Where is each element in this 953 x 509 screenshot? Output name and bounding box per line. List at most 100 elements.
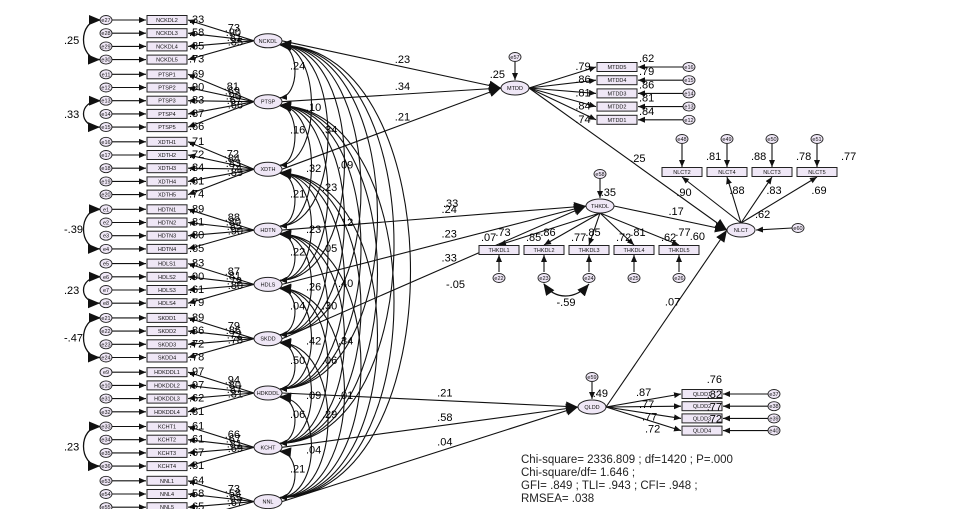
- loading-hdls1: .87: [225, 266, 240, 278]
- factor-correlation-21: .09: [306, 390, 321, 402]
- loading-arrow: [187, 283, 255, 293]
- indicator-xdth2: [146, 150, 188, 160]
- error-covariance-arc: [82, 421, 101, 472]
- error-label-e37: e37: [769, 392, 778, 398]
- r-squared-mtdd2: .81: [639, 93, 654, 105]
- error-label-e22: e22: [494, 276, 503, 282]
- error-label-e53: e53: [101, 479, 110, 485]
- error-label-e10: e10: [101, 383, 110, 389]
- loading-kcht3: .81: [227, 438, 242, 450]
- error-term-e39: [767, 413, 781, 424]
- error-covariance-arc: [82, 312, 101, 363]
- factor-correlation-5: .32: [306, 163, 321, 175]
- r-squared-nckdl3: .58: [189, 27, 204, 39]
- error-label-e23: e23: [101, 342, 110, 348]
- error-label-e13: e13: [101, 99, 110, 105]
- error-label-e6: e6: [103, 275, 109, 281]
- r-squared-qldd4: .72: [707, 414, 722, 426]
- indicator-kcht2: [146, 434, 188, 445]
- error-term-e55: [99, 502, 113, 509]
- error-term-e13: [682, 101, 696, 112]
- r-squared-skdd1: .89: [189, 312, 204, 324]
- disturbance-label-e57: e57: [510, 55, 519, 61]
- indicator-label-nckdl3: NCKDL3: [156, 31, 178, 37]
- indicator-mtdd1: [596, 114, 638, 125]
- indicator-skdd4: [146, 352, 188, 363]
- indicator-label-hdls3: HDLS3: [158, 288, 176, 294]
- error-term-e31: [99, 393, 113, 404]
- error-label-e55: e55: [101, 505, 110, 509]
- structural-path-xdth-mtdd: [281, 87, 502, 170]
- r-squared-skdd3: .72: [189, 338, 204, 350]
- error-label-e15: e15: [101, 125, 110, 131]
- indicator-xdth4: [146, 176, 188, 187]
- structural-path-thkdl-nlct: [613, 205, 728, 233]
- loading-ptsp4: .67: [227, 95, 242, 107]
- loading-mtdd5: .79: [575, 61, 590, 73]
- latent-nckdl: [253, 33, 283, 49]
- loading-xdth4: .74: [227, 162, 242, 174]
- error-term-e36: [99, 461, 113, 472]
- error-label-e34: e34: [101, 438, 110, 444]
- error-label-e25: e25: [629, 276, 638, 282]
- factor-correlation-arc: [279, 447, 296, 500]
- error-label-e26: e26: [674, 276, 683, 282]
- loading-nckdl5: .85: [228, 36, 243, 48]
- r-squared-nlct: .62: [755, 209, 770, 221]
- factor-correlation-20: .50: [290, 355, 305, 367]
- indicator-thkdl5: [658, 245, 700, 255]
- loading-xdth3: .83: [226, 158, 241, 170]
- indicator-thkdl3: [568, 245, 610, 255]
- error-term-e24: [582, 273, 596, 283]
- error-term-e4: [99, 243, 113, 254]
- factor-correlation-4: .16: [290, 124, 305, 136]
- loading-arrow: [187, 283, 255, 305]
- loading-arrow: [498, 212, 601, 246]
- loading-nckdl2: .73: [225, 23, 240, 35]
- error-term-e7: [99, 285, 113, 295]
- loading-arrow: [605, 403, 682, 410]
- loading-hdkddl2: .80: [226, 379, 241, 391]
- error-term-e28: [99, 28, 113, 39]
- indicator-hdtn1: [146, 204, 188, 215]
- error-term-e29: [99, 41, 113, 52]
- loading-arrow: [599, 212, 680, 246]
- path-lines: [82, 15, 820, 509]
- r-squared-nnl1: .64: [189, 475, 204, 487]
- loading-hdtn4: .90: [228, 226, 243, 238]
- error-label-e40: e40: [769, 429, 778, 435]
- error-label-e50: e50: [767, 137, 776, 143]
- factor-correlation-19: .01: [338, 390, 353, 402]
- error-label-e27: e27: [101, 18, 110, 24]
- factor-correlation-arc: [279, 39, 378, 392]
- factor-correlation-arc: [279, 392, 313, 501]
- loading-arrow: [187, 480, 255, 503]
- error-label-e32: e32: [101, 410, 110, 416]
- r-squared-mtdd3: .86: [639, 79, 654, 91]
- loading-xdth5: .89: [228, 167, 243, 179]
- indicator-label-mtdd5: MTDD5: [608, 65, 627, 71]
- indicator-label-kcht1: KCHT1: [158, 425, 176, 431]
- indicator-xdth5: [146, 189, 188, 200]
- error-term-e15: [682, 75, 696, 86]
- loading-nlct5: .69: [811, 185, 826, 197]
- indicator-label-nckdl4: NCKDL4: [156, 44, 178, 50]
- loading-arrow: [187, 446, 255, 468]
- extra-coef-1: -.05: [446, 279, 465, 291]
- loading-kcht2: .67: [226, 434, 241, 446]
- error-label-e54: e54: [101, 492, 110, 498]
- error-term-e33: [99, 421, 113, 432]
- factor-correlation-15: .34: [338, 336, 353, 348]
- loading-arrow: [528, 87, 597, 96]
- r-squared-hdls1: .83: [189, 258, 204, 270]
- error-covariance-arc: [82, 15, 101, 65]
- loading-arrow: [740, 176, 773, 224]
- error-term-e14: [682, 88, 696, 99]
- loading-ptsp3: .90: [226, 90, 241, 102]
- indicator-ptsp2: [146, 82, 188, 93]
- path-coef-hdtn-thkdl: .24: [442, 204, 457, 216]
- indicator-label-xdth2: XDTH2: [158, 153, 176, 159]
- indicator-label-hdls4: HDLS4: [158, 301, 176, 307]
- loading-arrow: [187, 208, 255, 231]
- loading-nnl1: .73: [225, 483, 240, 495]
